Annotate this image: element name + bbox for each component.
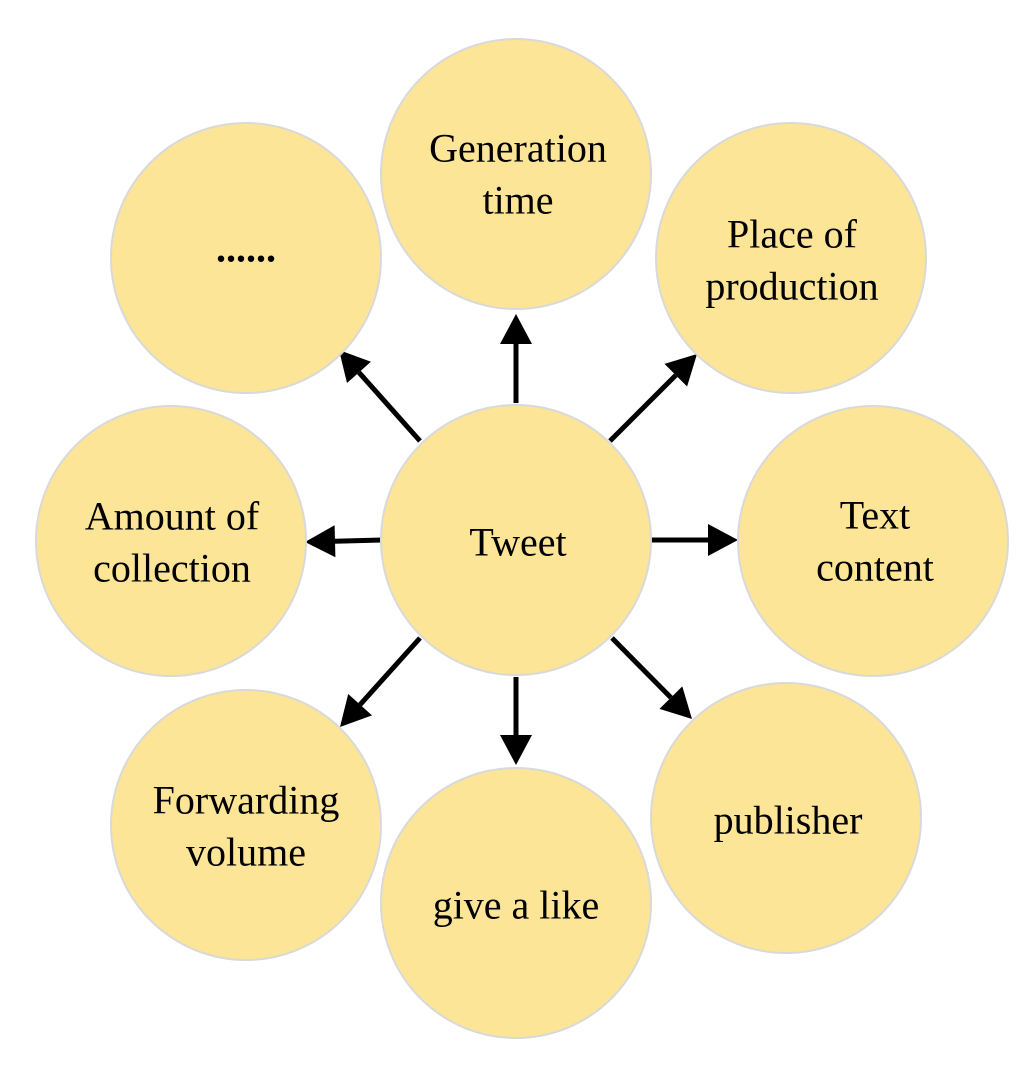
arrow-shaft xyxy=(608,373,678,443)
node-circle xyxy=(110,689,382,961)
arrowhead xyxy=(708,524,738,556)
arrowhead xyxy=(500,735,532,765)
arrow-to-give-a-like xyxy=(500,677,532,765)
arrow-shaft xyxy=(334,537,384,544)
arrow-to-publisher xyxy=(610,636,692,719)
node-circle xyxy=(380,767,652,1039)
center-node-tweet: Tweet xyxy=(380,404,652,676)
arrow-to-ellipsis xyxy=(339,350,422,443)
node-label-line: give a like xyxy=(433,883,600,928)
node-ellipsis: ...... xyxy=(110,122,382,394)
arrowhead xyxy=(500,314,532,344)
arrow-shaft xyxy=(610,636,673,700)
node-circle xyxy=(655,122,927,394)
arrows-layer xyxy=(305,314,738,765)
node-circle xyxy=(650,682,922,954)
arrow-to-place-of-production xyxy=(608,354,697,443)
node-place-of-production: Place of production xyxy=(655,122,927,394)
node-amount-of-collection: Amount of collection xyxy=(35,405,307,677)
node-circle xyxy=(737,405,1009,677)
node-publisher: publisher xyxy=(650,682,922,954)
node-generation-time: Generation time xyxy=(380,38,652,310)
node-circle xyxy=(35,405,307,677)
arrow-to-generation-time xyxy=(500,314,532,403)
node-circle xyxy=(110,122,382,394)
node-label-line: Text xyxy=(840,493,911,538)
arrowhead xyxy=(659,686,692,719)
node-label-line: publisher xyxy=(714,798,863,843)
node-label-line: content xyxy=(816,545,934,590)
arrowhead xyxy=(664,354,697,387)
arrowhead xyxy=(340,694,372,727)
arrowhead xyxy=(305,525,336,558)
node-circle xyxy=(380,38,652,310)
node-label-line: collection xyxy=(93,546,251,591)
node-label-line: Forwarding xyxy=(153,778,340,823)
node-label-line: ...... xyxy=(216,226,276,271)
arrow-shaft xyxy=(358,636,422,707)
arrow-to-forwarding-volume xyxy=(340,636,422,727)
node-give-a-like: give a like xyxy=(380,767,652,1039)
node-label-line: time xyxy=(482,178,553,223)
node-forwarding-volume: Forwarding volume xyxy=(110,689,382,961)
node-text-content: Text content xyxy=(737,405,1009,677)
arrow-shaft xyxy=(357,370,422,443)
node-label-line: Place of xyxy=(727,212,858,257)
node-label-line: production xyxy=(705,264,878,309)
arrowhead xyxy=(339,350,371,383)
node-label-line: Generation xyxy=(429,126,607,171)
node-label-line: volume xyxy=(186,830,306,875)
node-label-line: Amount of xyxy=(85,494,260,539)
node-circle xyxy=(380,404,652,676)
node-label-line: Tweet xyxy=(469,520,566,565)
arrow-to-text-content xyxy=(649,524,738,556)
arrow-to-amount-of-collection xyxy=(305,525,384,558)
